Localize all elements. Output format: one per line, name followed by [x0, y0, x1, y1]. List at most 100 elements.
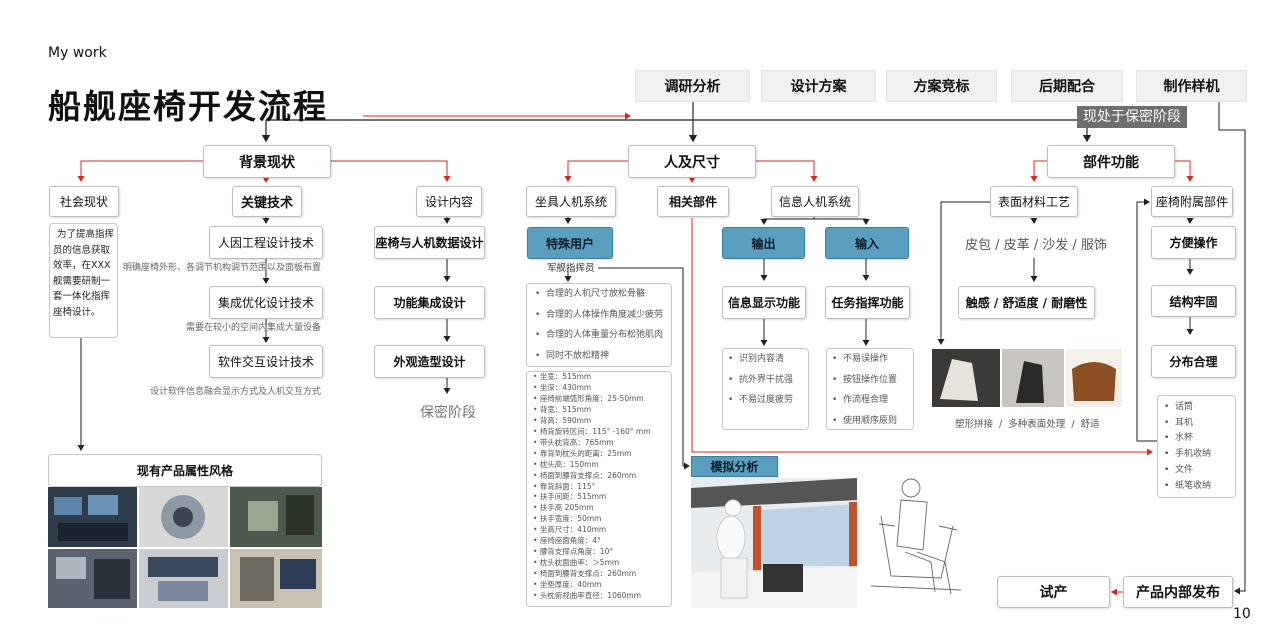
dimension-item: • 腰背支撑点角度：10°: [533, 547, 614, 557]
dimension-list: • 坐宽：515mm• 坐深：430mm• 座椅前端弧形角度：25-50mm• …: [533, 372, 671, 602]
materials-label: 皮包 / 皮革 / 沙发 / 服饰: [965, 238, 1107, 253]
products-title: 现有产品属性风格: [136, 464, 233, 478]
note-software: 设计软件信息融合显示方式及人机交互方式: [150, 387, 322, 397]
node-attached: 座椅附属部件: [1151, 186, 1233, 217]
node-command-function: 任务指挥功能: [825, 286, 910, 319]
status-badge: 现处于保密阶段: [1077, 106, 1187, 128]
attached-item: • 文件: [1164, 464, 1194, 475]
tech-integration: 集成优化设计技术: [209, 286, 323, 319]
stage-research: 调研分析: [635, 70, 750, 102]
stage-prototype: 制作样机: [1136, 70, 1247, 102]
node-seat-system: 坐具人机系统: [526, 186, 616, 217]
attached-list-panel: • 话筒 • 耳机 • 水杯 • 手机收纳 • 文件 • 纸笔收纳: [1157, 395, 1236, 498]
dimension-item: • 椅背旋转区间：115° -160° mm: [533, 426, 651, 436]
dimension-item: • 背宽：515mm: [533, 404, 592, 414]
node-surface: 表面材料工艺: [990, 186, 1078, 217]
stage-bidding: 方案竞标: [886, 70, 997, 102]
attached-item: • 纸笔收纳: [1164, 480, 1212, 491]
page-number: 10: [1233, 606, 1251, 622]
node-info-system: 信息人机系统: [771, 186, 859, 217]
attached-item: • 手机收纳: [1164, 449, 1212, 460]
node-parts: 部件功能: [1047, 145, 1175, 178]
node-related-parts: 相关部件: [657, 186, 729, 217]
content-function: 功能集成设计: [374, 286, 485, 319]
attached-item: • 话筒: [1164, 402, 1194, 412]
sketch-drawing: [861, 466, 974, 608]
node-simulation: 模拟分析: [691, 456, 778, 477]
attached-convenient: 方便操作: [1151, 226, 1236, 259]
dimensions-panel: • 坐宽：515mm• 坐深：430mm• 座椅前端弧形角度：25-50mm• …: [526, 371, 672, 607]
display-item: • 抗外界干扰强: [728, 374, 794, 385]
node-special-user: 特殊用户: [527, 227, 613, 259]
dimension-item: • 座椅前端弧形角度：25-50mm: [533, 393, 644, 403]
dimension-item: • 坐高尺寸：410mm: [533, 525, 607, 535]
command-items-panel: • 不易误操作 • 按钮操作位置 • 作流程合理 • 使用顺序原则: [826, 348, 914, 430]
dimension-item: • 椅面到腰背支撑点：260mm: [533, 470, 637, 480]
note-ergonomics: 明确座椅外形、各调节机构调节范围以及面板布置: [123, 263, 322, 273]
note-integration: 需要在较小的空间内集成大量设备: [186, 323, 322, 333]
req-list: • 合理的人机尺寸放松骨骼 • 合理的人体操作角度减少疲劳 • 合理的人体重量分…: [535, 284, 671, 366]
dimension-item: • 带头枕背高：765mm: [533, 437, 614, 447]
cockpit-photos: [48, 487, 322, 608]
products-panel: 现有产品属性风格: [48, 454, 322, 487]
node-key-tech: 关键技术: [232, 186, 302, 217]
dimension-item: • 扶手间距：515mm: [533, 492, 607, 502]
content-appearance: 外观造型设计: [374, 345, 485, 378]
dimension-item: • 坐深：430mm: [533, 382, 592, 392]
display-item: • 不易过度疲劳: [728, 395, 794, 405]
material-photos: [932, 349, 1122, 407]
dimension-item: • 扶手高 205mm: [533, 503, 594, 513]
page-title: 船舰座椅开发流程: [48, 87, 328, 126]
cockpit-photo-grid: [48, 487, 322, 608]
command-item: • 按钮操作位置: [832, 374, 898, 385]
tech-software: 软件交互设计技术: [209, 345, 323, 378]
dimension-item: • 背高：590mm: [533, 415, 592, 425]
req-item: • 合理的人机尺寸放松骨骼: [535, 289, 646, 299]
tech-ergonomics: 人因工程设计技术: [209, 226, 323, 259]
node-trial-production: 试产: [997, 576, 1110, 608]
node-display-function: 信息显示功能: [722, 286, 806, 319]
node-input: 输入: [825, 227, 909, 259]
social-panel: 为了提高指挥员的信息获取效率，在XXX舰需要研制一套一体化指挥座椅设计。: [49, 223, 118, 338]
attached-sturdy: 结构牢固: [1151, 285, 1236, 317]
display-items-panel: • 识别内容清 • 抗外界干扰强 • 不易过度疲劳: [722, 348, 809, 430]
dimension-item: • 枕头高：150mm: [533, 459, 599, 469]
req-item: • 同时不放松精神: [535, 350, 610, 361]
dimension-item: • 坐垫厚度：40mm: [533, 580, 602, 590]
req-item: • 合理的人体重量分布松弛肌肉: [535, 330, 664, 340]
node-feel: 触感 / 舒适度 / 耐磨性: [958, 286, 1095, 319]
dimension-item: • 坐宽：515mm: [533, 372, 592, 381]
dimension-item: • 座椅座面角度：4°: [533, 536, 601, 546]
seat-sketch: [861, 466, 974, 608]
confidential-label: 保密阶段: [420, 405, 476, 421]
dimension-item: • 枕头枕面曲率：＞5mm: [533, 558, 620, 568]
bridge-render: [691, 478, 857, 608]
content-data: 座椅与人机数据设计: [374, 226, 485, 259]
node-output: 输出: [722, 227, 805, 259]
node-background: 背景现状: [203, 145, 331, 178]
attached-item: • 水杯: [1164, 433, 1194, 444]
node-human: 人及尺寸: [628, 145, 756, 178]
node-design-content: 设计内容: [416, 186, 482, 217]
social-text: 为了提高指挥员的信息获取效率，在XXX舰需要研制一套一体化指挥座椅设计。: [53, 229, 115, 318]
dimension-item: • 椅面到腰背支撑点：260mm: [533, 569, 637, 579]
material-images: [932, 349, 1122, 407]
requirements-panel: • 合理的人机尺寸放松骨骼 • 合理的人体操作角度减少疲劳 • 合理的人体重量分…: [526, 283, 672, 367]
display-item: • 识别内容清: [728, 354, 785, 364]
dimension-item: • 靠背斜面：115°: [533, 481, 596, 491]
section-label: My work: [48, 45, 107, 61]
command-item: • 使用顺序原则: [832, 415, 898, 426]
stage-design: 设计方案: [761, 70, 876, 102]
command-item: • 不易误操作: [832, 354, 889, 364]
dimension-item: • 靠背到枕头的距离：25mm: [533, 448, 632, 458]
node-internal-release: 产品内部发布: [1123, 576, 1233, 608]
dimension-item: • 头枕俯视曲率直径：1060mm: [533, 591, 642, 601]
req-item: • 合理的人体操作角度减少疲劳: [535, 309, 664, 320]
stage-support: 后期配合: [1011, 70, 1123, 102]
material-caption: 塑形拼接 / 多种表面处理 / 舒适: [955, 419, 1100, 430]
attached-item: • 耳机: [1164, 417, 1194, 428]
command-item: • 作流程合理: [832, 395, 889, 405]
attached-layout: 分布合理: [1151, 345, 1236, 378]
user-type: 军舰指挥员: [547, 263, 595, 274]
dimension-item: • 扶手宽度：50mm: [533, 514, 602, 524]
